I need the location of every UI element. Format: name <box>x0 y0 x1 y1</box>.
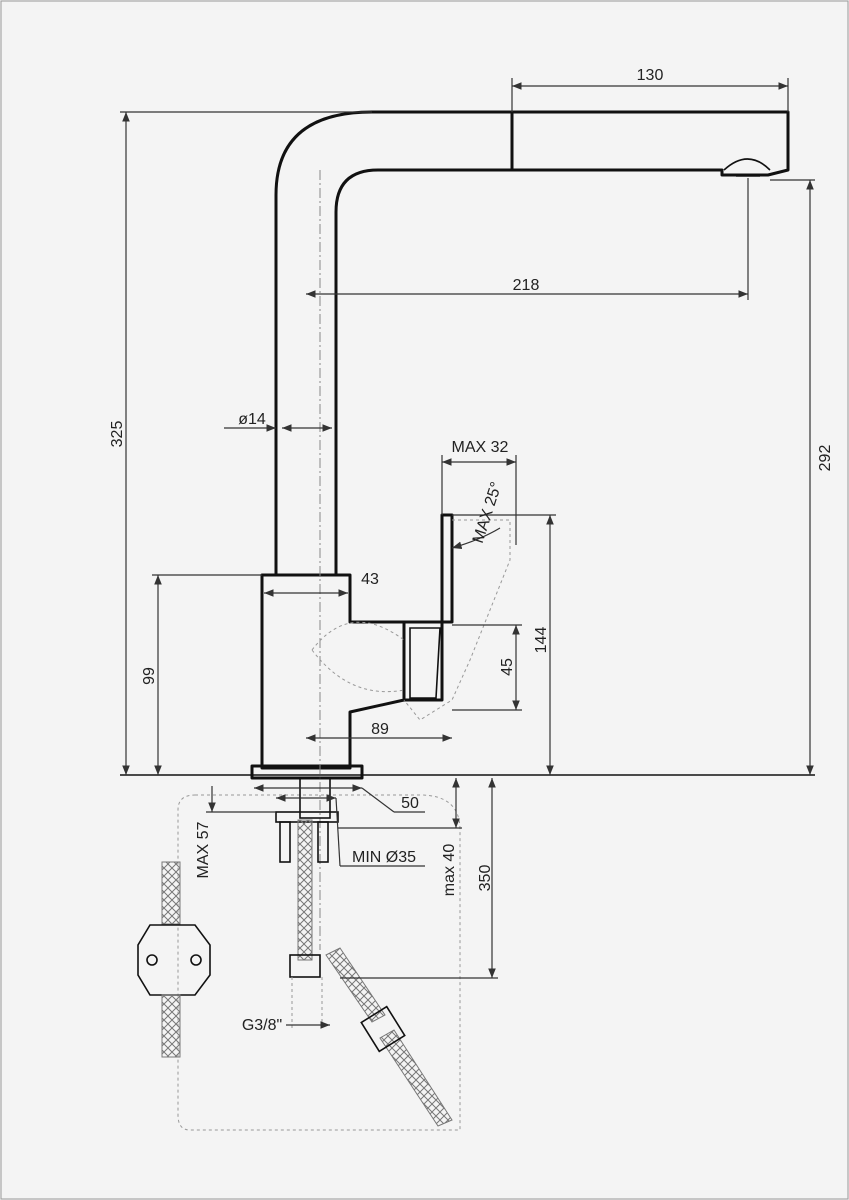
spout-tube-inner <box>334 168 514 577</box>
body-arc <box>311 621 405 693</box>
label-hole-diameter: MIN Ø35 <box>352 849 416 866</box>
label-lever-height: 144 <box>533 627 550 654</box>
lever-swing-ghost <box>403 519 511 721</box>
label-base-height: 99 <box>141 667 158 685</box>
label-lever-depth: 45 <box>499 658 516 676</box>
label-hose-length: 350 <box>477 865 494 892</box>
hidden-lines <box>177 170 511 1131</box>
dimension-labels: 130 218 325 292 ø14 MAX 32 MAX 25° 144 4… <box>109 67 834 1034</box>
label-worktop-max: MAX 57 <box>195 821 212 878</box>
lever-handle <box>402 513 454 702</box>
spout-tube <box>274 110 514 577</box>
pullout-hose <box>325 947 453 1127</box>
dim-handle-angle-arc <box>451 527 501 550</box>
label-spout-length: 130 <box>637 67 664 84</box>
label-handle-clearance: MAX 32 <box>452 439 509 456</box>
label-reach: 218 <box>513 277 540 294</box>
counterweight <box>137 924 211 996</box>
spray-head <box>510 110 790 177</box>
dimension-lines <box>120 78 815 1029</box>
counterweight-screw-left <box>146 954 158 966</box>
counterweight-hose-top <box>161 861 181 925</box>
label-base-diameter: 50 <box>401 795 419 812</box>
hose-left <box>297 819 313 961</box>
label-spout-height: 292 <box>817 445 834 472</box>
label-body-depth: 89 <box>371 721 389 738</box>
stud-left <box>279 821 291 863</box>
sink-outline <box>177 794 461 1131</box>
label-total-height: 325 <box>109 421 126 448</box>
label-connection-thread: G3/8" <box>242 1017 282 1034</box>
faucet-outline <box>250 110 790 780</box>
label-handle-angle: MAX 25° <box>470 480 506 545</box>
aerator <box>723 158 771 177</box>
lever-cam <box>409 627 441 699</box>
stud-right <box>317 821 329 863</box>
counterweight-screw-right <box>190 954 202 966</box>
counterweight-hose-bottom <box>161 994 181 1058</box>
pullout-hose-coupling <box>360 1005 406 1053</box>
installation-parts <box>137 777 453 1127</box>
label-body-width: 43 <box>361 571 379 588</box>
label-tube-diameter: ø14 <box>238 411 266 428</box>
label-worktop-thickness: max 40 <box>441 844 458 897</box>
hose-nut <box>289 954 321 978</box>
